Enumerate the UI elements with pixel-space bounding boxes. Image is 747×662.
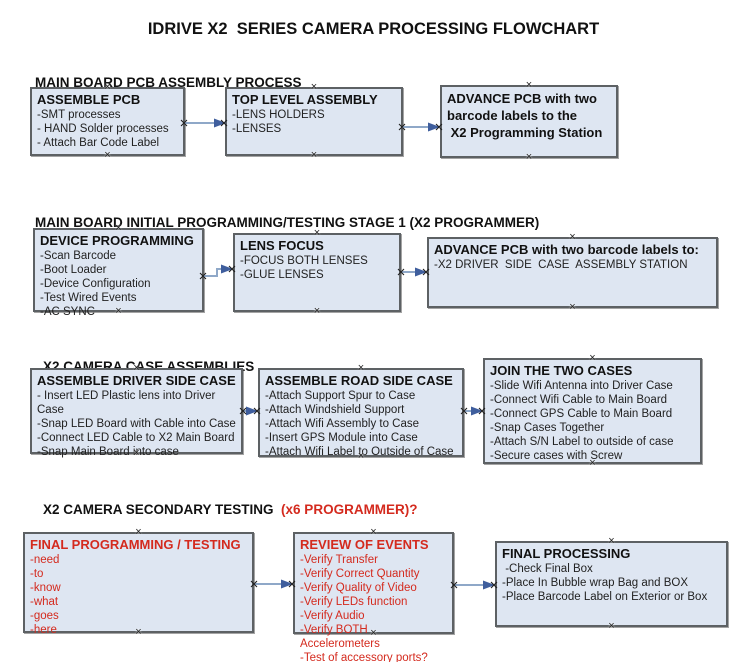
box-item: -know [30,582,61,594]
box-item: -what [30,596,59,608]
box-item: -Boot Loader [40,264,107,276]
box-item: -Test of accessory ports? [300,652,428,662]
box-item: -here [30,624,57,636]
box-items: -Scan Barcode -Boot Loader -Device Configu… [40,249,197,319]
box-item: -Verify Correct Quantity [300,568,420,580]
box-item: -Verify BOTH Accelerometers [300,624,380,650]
box-item: -GLUE LENSES [240,269,324,281]
box-item: -Device Configuration [40,278,151,290]
box-item: -Attach S/N Label to outside of case [490,436,674,448]
flow-box-advance-pcb-driver-side-station: ADVANCE PCB with two barcode labels to: … [427,237,718,308]
box-item: -Insert GPS Module into Case [265,432,418,444]
box-items: -Slide Wifi Antenna into Driver Case -Con… [490,379,695,463]
box-item: -AC SYNC [40,306,95,318]
box-title: DEVICE PROGRAMMING [40,233,194,248]
box-item: - Attach Bar Code Label [37,137,160,149]
flow-box-final-processing: FINAL PROCESSING -Check Final Box -Place … [495,541,728,627]
section-heading-red-text: (x6 PROGRAMMER)? [277,502,418,517]
flow-box-advance-pcb-programming-station: ADVANCE PCB with two barcode labels to t… [440,85,618,158]
box-title: ASSEMBLE ROAD SIDE CASE [265,373,453,388]
box-item: -to [30,568,44,580]
box-item: -Snap LED Board with Cable into Case [37,418,236,430]
box-item: -Check Final Box [502,563,593,575]
box-item: -need [30,554,60,566]
box-item: -Attach Support Spur to Case [265,390,416,402]
box-item: -Verify Transfer [300,554,378,566]
connector-arrow [398,122,443,132]
connector-arrow [460,406,486,416]
box-items: -need -to -know -what -goes -here [30,553,247,637]
box-title: ADVANCE PCB with two barcode labels to t… [447,91,603,140]
box-item: -Place Barcode Label on Exterior or Box [502,591,708,603]
connector-arrow [199,264,236,280]
box-item: -Snap Cases Together [490,422,605,434]
box-item: -Slide Wifi Antenna into Driver Case [490,380,673,392]
connector-arrow [239,406,261,416]
box-items: -X2 DRIVER SIDE CASE ASSEMBLY STATION [434,258,711,272]
box-title: REVIEW OF EVENTS [300,537,429,552]
connector-arrow [450,580,498,590]
box-item: -goes [30,610,59,622]
box-items: -FOCUS BOTH LENSES -GLUE LENSES [240,254,394,282]
flow-box-assemble-driver-side-case: ASSEMBLE DRIVER SIDE CASE - Insert LED P… [30,368,243,458]
box-item: -Verify Quality of Video [300,582,417,594]
box-title: FINAL PROCESSING [502,546,631,561]
box-items: -SMT processes - HAND Solder processes - A… [37,108,178,150]
box-title: JOIN THE TWO CASES [490,363,633,378]
section-heading-text: X2 CAMERA SECONDARY TESTING [43,502,278,517]
connector-arrow [397,267,430,277]
section-heading-text: MAIN BOARD INITIAL PROGRAMMING/TESTING S… [35,215,540,230]
box-item: -Attach Windshield Support [265,404,405,416]
box-items: -Verify Transfer -Verify Correct Quantity… [300,553,447,662]
box-item: -Scan Barcode [40,250,117,262]
section-heading-initial-programming: MAIN BOARD INITIAL PROGRAMMING/TESTING S… [20,200,539,245]
flow-box-final-programming-testing: FINAL PROGRAMMING / TESTING -need -to -kno… [23,532,254,636]
box-title: ADVANCE PCB with two barcode labels to: [434,242,699,257]
box-items: -LENS HOLDERS -LENSES [232,108,396,136]
flow-box-assemble-road-side-case: ASSEMBLE ROAD SIDE CASE -Attach Support … [258,368,464,459]
box-title: FINAL PROGRAMMING / TESTING [30,537,241,552]
box-item: -X2 DRIVER SIDE CASE ASSEMBLY STATION [434,259,688,271]
box-item: -Secure cases with Screw [490,450,623,462]
box-item: -Verify Audio [300,610,365,622]
box-item: -FOCUS BOTH LENSES [240,255,368,267]
box-item: -Attach Wifi Label to Outside of Case [265,446,454,458]
box-title: TOP LEVEL ASSEMBLY [232,92,378,107]
flow-box-join-the-two-cases: JOIN THE TWO CASES -Slide Wifi Antenna i… [483,358,702,464]
box-title: ASSEMBLE PCB [37,92,141,107]
box-item: -Connect LED Cable to X2 Main Board [37,432,235,444]
box-item: -Verify LEDs function [300,596,408,608]
box-item: -Place In Bubble wrap Bag and BOX [502,577,689,589]
box-item: - HAND Solder processes [37,123,169,135]
box-item: -Attach Wifi Assembly to Case [265,418,420,430]
box-title: LENS FOCUS [240,238,324,253]
box-items: -Attach Support Spur to Case -Attach Wind… [265,389,457,459]
box-item: -Test Wired Events [40,292,137,304]
page-title: IDRIVE X2 SERIES CAMERA PROCESSING FLOWC… [147,20,600,38]
box-item: -Connect GPS Cable to Main Board [490,408,673,420]
section-heading-secondary-testing: X2 CAMERA SECONDARY TESTING (x6 PROGRAMM… [28,487,418,532]
connector-arrow [180,118,228,128]
box-items: - Insert LED Plastic lens into Driver Ca… [37,389,236,459]
flow-box-lens-focus: LENS FOCUS -FOCUS BOTH LENSES -GLUE LENSE… [233,233,401,312]
box-items: -Check Final Box -Place In Bubble wrap Ba… [502,562,721,604]
box-item: -LENSES [232,123,282,135]
box-item: -Snap Main Board into case [37,446,179,458]
flow-box-review-of-events: REVIEW OF EVENTS -Verify Transfer-Verify… [293,532,454,662]
box-item: - Insert LED Plastic lens into Driver Ca… [37,390,219,416]
box-title: ASSEMBLE DRIVER SIDE CASE [37,373,236,388]
box-item: -SMT processes [37,109,121,121]
flow-box-device-programming: DEVICE PROGRAMMING -Scan Barcode -Boot Lo… [33,228,204,318]
box-item: -LENS HOLDERS [232,109,325,121]
connector-arrow [250,579,296,589]
box-item: -Connect Wifi Cable to Main Board [490,394,668,406]
flow-box-assemble-pcb: ASSEMBLE PCB -SMT processes - HAND Solder… [30,87,185,156]
flow-box-top-level-assembly: TOP LEVEL ASSEMBLY -LENS HOLDERS -LENSES [225,87,403,156]
